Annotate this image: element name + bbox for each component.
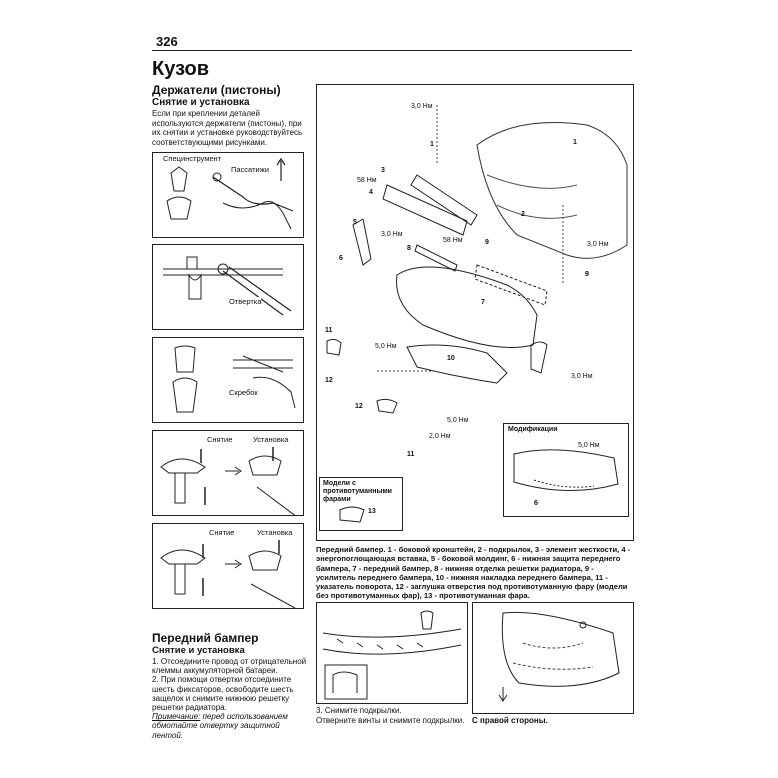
clip-figure-4: Снятие Установка [152, 430, 304, 516]
front-bumper-title: Передний бампер [152, 631, 259, 645]
step-3-text: Отверните винты и снимите подкрылки. [316, 715, 465, 725]
callout-11b: 11 [407, 451, 415, 458]
torque-label-6: 5,0 Нм [375, 343, 397, 350]
step-3-caption: 3. Снимите подкрылки. Отверните винты и … [316, 706, 464, 725]
fog-lamp-inset: Модели с противотуманными фарами 13 [319, 477, 403, 531]
torque-label-2: 58 Нм [357, 177, 377, 184]
modifications-title: Модификации [508, 426, 558, 433]
page-number: 326 [156, 34, 178, 49]
step-note: Примечание: перед использованием обмотай… [152, 712, 310, 740]
holders-intro: Если при креплении деталей используются … [152, 109, 303, 147]
fender-liner-figure [472, 602, 634, 714]
callout-8: 8 [407, 245, 411, 252]
callout-5: 5 [353, 219, 357, 226]
step-1: 1. Отсоедините провод от отрицательной к… [152, 657, 307, 676]
remove-label-4: Снятие [207, 435, 233, 444]
holders-subtitle: Снятие и установка [152, 97, 250, 108]
clip-drawing-5 [160, 540, 296, 608]
clip-drawing-4 [160, 447, 296, 515]
torque-label-1: 3,0 Нм [411, 103, 433, 110]
note-text: перед использованием обмотайте отвертку … [152, 712, 288, 740]
note-label: Примечание: [152, 712, 201, 722]
screwdriver-label: Отвертка [229, 297, 262, 306]
modifications-torque: 5,0 Нм [578, 442, 600, 449]
install-label-5: Установка [257, 528, 293, 537]
torque-label-3: 3,0 Нм [381, 231, 403, 238]
grille-removal-figure [316, 602, 468, 704]
bumper-exploded-diagram: 1 1 2 3 4 5 6 7 8 9 9 10 11 11 12 12 13 … [316, 84, 634, 541]
install-label-4: Установка [253, 435, 289, 444]
clip-figure-5: Снятие Установка [152, 523, 304, 609]
pliers-label: Пассатижи [231, 165, 269, 174]
fender-liner-drawing [498, 611, 620, 702]
callout-12a: 12 [325, 377, 333, 384]
callout-10: 10 [447, 355, 455, 362]
scraper-label: Скребок [229, 388, 258, 397]
clip-figure-1: Специнструмент Пассатижи [152, 152, 304, 238]
callout-1b: 1 [573, 139, 577, 146]
callout-1a: 1 [430, 141, 434, 148]
callout-7: 7 [481, 299, 485, 306]
top-rule [152, 50, 632, 51]
callout-3: 3 [381, 167, 385, 174]
callout-6: 6 [339, 255, 343, 262]
clip-drawing-1 [166, 157, 294, 230]
callout-9a: 9 [485, 239, 489, 246]
callout-12b: 12 [355, 403, 363, 410]
torque-label-9: 2,0 Нм [429, 433, 451, 440]
grille-drawing [322, 610, 462, 700]
modifications-inset: Модификации 5,0 Нм 6 [503, 423, 629, 517]
fog-lamp-title: Модели с противотуманными фарами [323, 480, 392, 503]
torque-label-5: 3,0 Нм [587, 241, 609, 248]
front-bumper-steps: 1. Отсоедините провод от отрицательной к… [152, 657, 310, 740]
front-bumper-subtitle: Снятие и установка [152, 645, 245, 656]
callout-9b: 9 [585, 271, 589, 278]
clip-figure-2: Отвертка [152, 244, 304, 330]
step-3-title: 3. Снимите подкрылки. [316, 706, 402, 715]
callout-2: 2 [521, 211, 525, 218]
diagram-caption: Передний бампер. 1 - боковой кронштейн, … [316, 545, 631, 601]
callout-11a: 11 [325, 327, 333, 334]
clip-drawing-2 [163, 256, 292, 316]
callout-4: 4 [369, 189, 373, 196]
clip-drawing-3 [172, 345, 296, 413]
remove-label-5: Снятие [209, 528, 235, 537]
modifications-callout-6: 6 [534, 500, 538, 507]
section-heading: Кузов [152, 58, 210, 80]
modifications-drawing [513, 449, 619, 492]
clip-figure-3: Скребок [152, 337, 304, 423]
bumper-drawing [326, 105, 628, 414]
step-2: 2. При помощи отвертки отсоедините шесть… [152, 675, 294, 713]
torque-label-4: 58 Нм [443, 237, 463, 244]
torque-label-7: 3,0 Нм [571, 373, 593, 380]
torque-label-8: 5,0 Нм [447, 417, 469, 424]
special-tool-label: Специнструмент [163, 154, 222, 163]
fog-lamp-callout-13: 13 [368, 508, 376, 515]
holders-title: Держатели (пистоны) [152, 83, 281, 97]
fog-lamp-drawing [339, 506, 365, 523]
right-side-caption: С правой стороны. [472, 716, 548, 725]
